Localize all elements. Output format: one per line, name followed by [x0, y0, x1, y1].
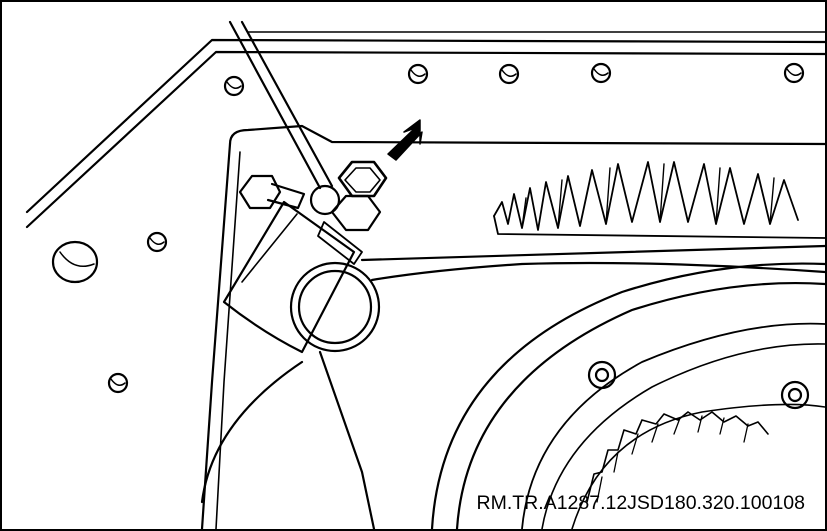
housing-bolt-holes — [51, 62, 805, 394]
ring-gear — [571, 403, 825, 529]
figure-reference-code: RM.TR.A1287.12JSD180.320.100108 — [476, 492, 805, 514]
bushing — [289, 261, 381, 353]
adjuster-block — [222, 200, 356, 354]
bolt-hole-large — [51, 240, 99, 284]
adjusting-nut — [317, 194, 382, 265]
gear-segment — [493, 161, 825, 239]
bolt-hole — [783, 62, 805, 84]
bolt-hole — [590, 62, 612, 84]
bolt-hole — [146, 231, 168, 253]
tool-shaft — [228, 20, 341, 216]
flywheel-bolts — [587, 360, 810, 410]
bolt-hole — [107, 372, 129, 394]
bolt — [780, 380, 810, 410]
side-hex-bolt — [238, 174, 306, 210]
lock-nut — [337, 160, 388, 198]
bolt-hole — [407, 63, 429, 85]
bolt-hole — [223, 75, 245, 97]
indicator-arrow — [387, 119, 423, 161]
bolt — [587, 360, 617, 390]
bolt-hole — [498, 63, 520, 85]
housing-edge — [25, 31, 825, 229]
flywheel-housing — [430, 262, 825, 529]
